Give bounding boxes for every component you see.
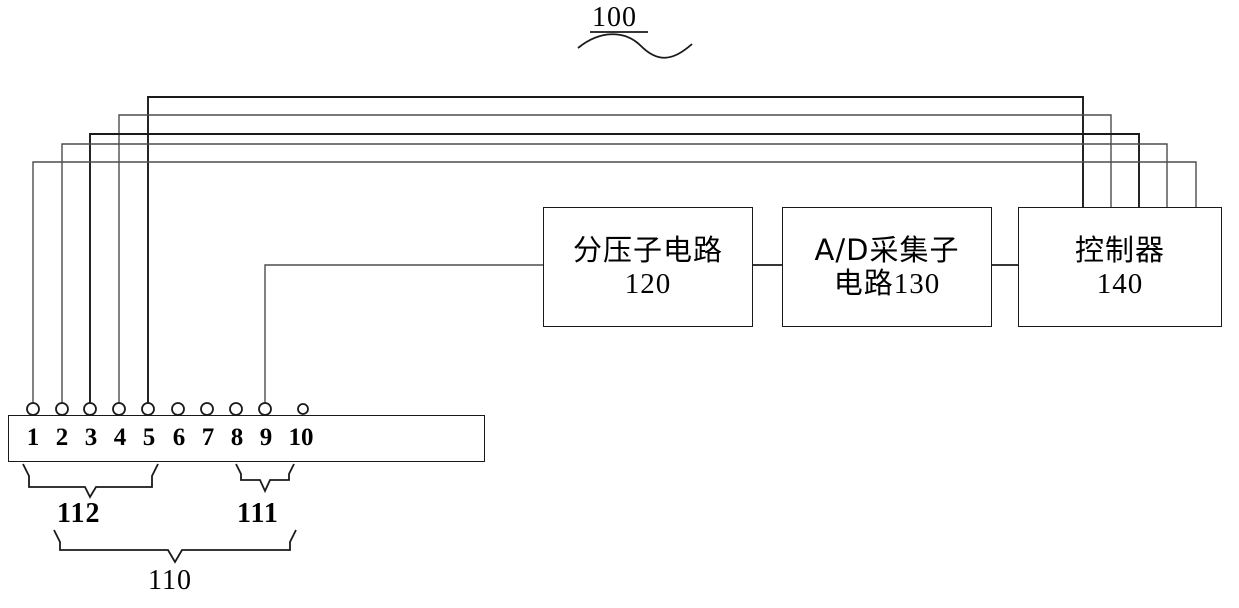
block-controller[interactable]: 控制器 140 xyxy=(1018,207,1222,327)
terminal-label-3: 3 xyxy=(84,424,98,451)
wire-terminal-1 xyxy=(32,161,1197,406)
terminal-pin-3 xyxy=(83,402,97,416)
terminal-label-8: 8 xyxy=(230,424,244,451)
terminal-pin-5 xyxy=(141,402,155,416)
brace-label-111: 111 xyxy=(237,498,279,529)
terminal-label-6: 6 xyxy=(172,424,186,451)
block-controller-ref: 140 xyxy=(1096,268,1144,300)
squiggle-pointer xyxy=(577,33,693,59)
block-ad-acquisition-circuit[interactable]: A/D采集子 电路130 xyxy=(782,207,992,327)
terminal-label-9: 9 xyxy=(259,424,273,451)
block-adc-title: A/D采集子 xyxy=(814,232,960,267)
block-divider-circuit[interactable]: 分压子电路 120 xyxy=(543,207,753,327)
terminal-pin-10 xyxy=(297,403,309,415)
wire-terminal-3 xyxy=(89,133,1140,406)
terminal-pin-9 xyxy=(258,402,272,416)
terminal-label-4: 4 xyxy=(113,424,127,451)
brace-110-shape xyxy=(53,529,297,564)
terminal-block[interactable] xyxy=(8,415,485,462)
terminal-label-2: 2 xyxy=(55,424,69,451)
wire-terminal-2 xyxy=(61,143,1168,406)
block-controller-title: 控制器 xyxy=(1074,232,1165,267)
terminal-pin-7 xyxy=(200,402,214,416)
brace-label-112: 112 xyxy=(57,498,101,529)
wire-terminal-5 xyxy=(147,96,1084,406)
wire-terminal-4 xyxy=(118,114,1112,406)
block-divider-ref: 120 xyxy=(624,268,672,300)
brace-label-110: 110 xyxy=(148,565,192,596)
terminal-label-1: 1 xyxy=(26,424,40,451)
wire-terminal-9-to-divider xyxy=(264,264,543,406)
terminal-label-5: 5 xyxy=(142,424,156,451)
terminal-pins xyxy=(26,402,309,416)
terminal-pin-8 xyxy=(229,402,243,416)
terminal-label-7: 7 xyxy=(201,424,215,451)
figure-label-100: 100 xyxy=(592,2,637,33)
terminal-pin-4 xyxy=(112,402,126,416)
block-divider-title: 分压子电路 xyxy=(572,232,723,267)
brace-111-shape xyxy=(235,463,295,494)
terminal-pin-6 xyxy=(171,402,185,416)
brace-112-shape xyxy=(22,463,159,499)
terminal-pin-2 xyxy=(55,402,69,416)
block-adc-ref: 电路130 xyxy=(833,268,941,300)
terminal-pin-1 xyxy=(26,402,40,416)
terminal-label-10: 10 xyxy=(288,424,314,451)
